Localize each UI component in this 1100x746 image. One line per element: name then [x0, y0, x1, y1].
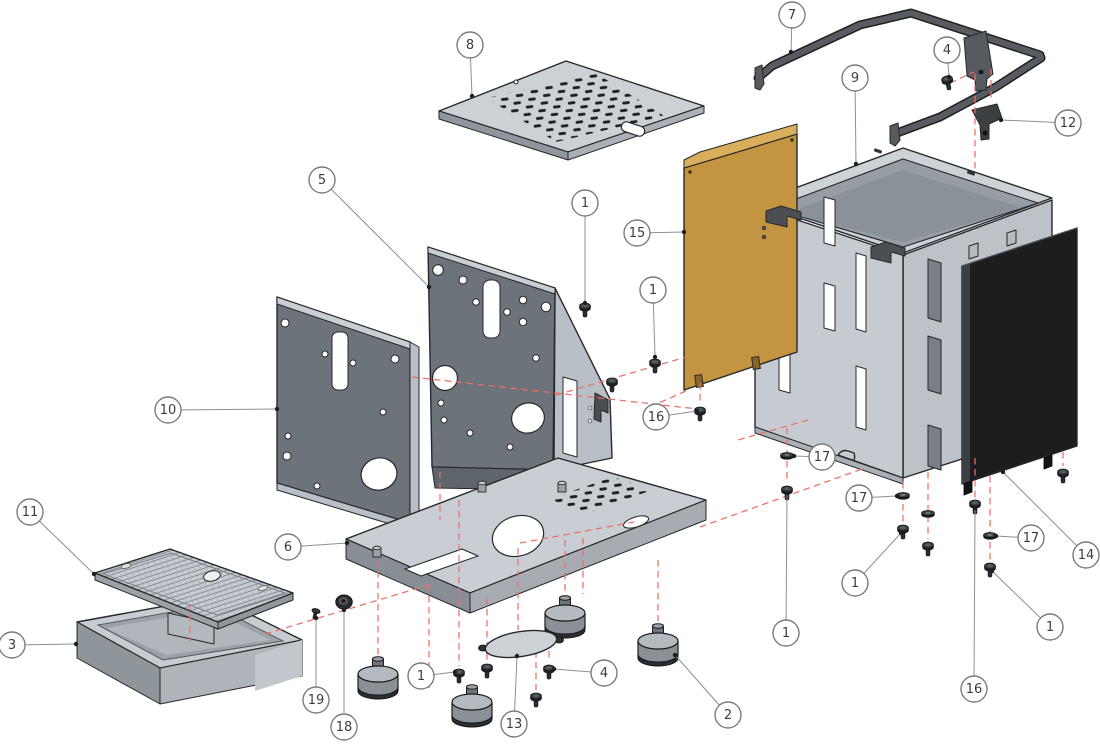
callout-part-18: 18 [330, 607, 358, 741]
callout-part-17: 17 [845, 484, 900, 512]
callout-part-11: 11 [16, 498, 97, 577]
callout-part-1: 1 [639, 276, 667, 360]
callout-number: 4 [943, 43, 951, 58]
callout-number: 7 [788, 8, 796, 23]
vent-grid [487, 72, 664, 142]
callout-number: 1 [417, 669, 425, 684]
callout-part-1: 1 [989, 568, 1064, 641]
screw-part-1 [649, 358, 661, 374]
callout-number: 5 [318, 173, 326, 188]
callout-number: 1 [581, 196, 589, 211]
washer-part-17 [921, 510, 935, 518]
callout-part-19: 19 [302, 615, 330, 714]
callout-part-15: 15 [623, 219, 687, 247]
part-14-black-side-panel [961, 227, 1078, 496]
callout-part-17: 17 [791, 443, 836, 471]
foot-part-2 [357, 656, 399, 700]
callout-number: 9 [851, 71, 859, 86]
part-15-brass-side-panel [683, 123, 798, 391]
callout-number: 12 [1060, 116, 1077, 131]
callout-number: 16 [648, 410, 665, 425]
callout-part-4: 4 [551, 659, 618, 687]
callout-part-16: 16 [960, 505, 988, 703]
foot-part-2 [451, 684, 493, 728]
part-6-base-pan [345, 457, 707, 614]
callout-part-7: 7 [778, 1, 806, 55]
callout-number: 2 [724, 708, 732, 723]
callout-number: 3 [8, 638, 16, 653]
latch-bracket [761, 205, 906, 264]
part-11-drip-tray-grate [94, 548, 294, 645]
base-standoffs [372, 480, 567, 558]
foot-part-2 [544, 595, 586, 639]
screw-part-1 [530, 692, 542, 708]
grommet-part-18 [335, 594, 353, 610]
callout-number: 19 [308, 693, 325, 708]
part-13-oval-cover-plate [478, 629, 564, 659]
callout-part-10: 10 [154, 396, 280, 424]
part-12-bracket [971, 103, 1003, 141]
callout-part-6: 6 [274, 533, 350, 561]
callout-part-2: 2 [672, 652, 742, 729]
callout-number: 16 [966, 682, 983, 697]
callout-part-16: 16 [642, 403, 700, 431]
callout-part-1: 1 [571, 189, 599, 306]
callout-part-5: 5 [308, 166, 432, 290]
screw-part-1 [481, 663, 493, 679]
callout-part-9: 9 [841, 64, 869, 167]
callout-number: 17 [851, 491, 868, 506]
part-5-center-mounting-plate [427, 246, 613, 491]
callout-number: 17 [1023, 531, 1040, 546]
callout-part-12: 12 [998, 109, 1082, 137]
callout-part-3: 3 [0, 631, 79, 659]
screw-part-1 [922, 541, 934, 557]
callout-part-14: 14 [1000, 469, 1100, 569]
callout-number: 13 [506, 717, 523, 732]
part-7-cup-rail [753, 8, 1046, 147]
washer-part-17 [780, 452, 794, 460]
callout-number: 11 [22, 505, 39, 520]
callout-number: 1 [782, 626, 790, 641]
callout-number: 8 [466, 38, 474, 53]
part-10-rear-mounting-plate [276, 296, 420, 531]
callout-number: 17 [814, 450, 831, 465]
callout-number: 1 [1046, 620, 1054, 635]
callout-part-4: 4 [933, 36, 961, 80]
callout-number: 1 [649, 283, 657, 298]
callout-number: 1 [851, 576, 859, 591]
part-8-vented-top-cover [438, 60, 705, 161]
foot-part-2 [637, 623, 679, 667]
callout-number: 18 [336, 720, 353, 735]
callout-number: 15 [629, 226, 646, 241]
screw-part-1 [606, 377, 618, 393]
callout-part-1: 1 [407, 662, 458, 690]
assembly-alignment-dashes [189, 69, 1064, 690]
callout-number: 10 [160, 403, 177, 418]
callout-number: 14 [1078, 548, 1095, 563]
callout-number: 4 [600, 666, 608, 681]
callout-part-13: 13 [500, 653, 528, 738]
callout-part-1: 1 [841, 530, 904, 597]
callout-number: 6 [284, 540, 292, 555]
callout-part-17: 17 [993, 524, 1045, 552]
base-vent-grid [549, 477, 652, 513]
callout-part-8: 8 [456, 31, 484, 99]
rail-mount-tab [963, 30, 994, 92]
screw-part-1 [1057, 468, 1069, 484]
callout-part-1: 1 [772, 490, 800, 647]
screw-part-4 [543, 664, 555, 680]
